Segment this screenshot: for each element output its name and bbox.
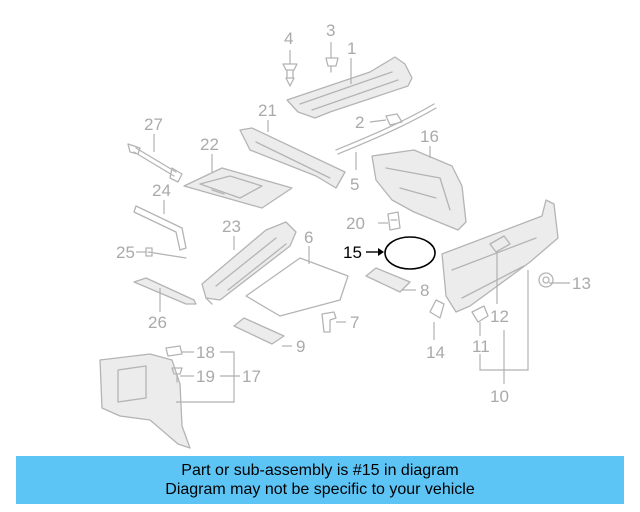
callout-3: 3: [326, 21, 335, 40]
callout-17: 17: [242, 367, 261, 386]
part-1-parcel-shelf: [286, 56, 413, 119]
callout-8: 8: [420, 281, 429, 300]
callout-1: 1: [347, 39, 356, 58]
callout-12: 12: [490, 307, 509, 326]
part-23-jack: [201, 221, 297, 305]
part-9-strip: [233, 317, 285, 345]
callout-14: 14: [426, 343, 445, 362]
callout-20: 20: [346, 214, 365, 233]
callout-27: 27: [144, 115, 163, 134]
part-16-side-panel: [371, 149, 467, 231]
part-7-bracket: [321, 311, 337, 333]
leader-lines: [136, 42, 570, 403]
callout-19: 19: [196, 367, 215, 386]
part-13-plug: [538, 272, 554, 288]
callout-labels: 1 2 3 4 5 6 7 8 9 10 11 12 13 14 15 16 1…: [116, 21, 591, 406]
part-17-side-trim: [99, 353, 191, 449]
banner-line-2: Diagram may not be specific to your vehi…: [165, 481, 475, 498]
callout-13: 13: [572, 274, 591, 293]
part-12-clip: [489, 235, 511, 253]
callout-15: 15: [343, 243, 362, 262]
part-18-clip: [165, 345, 183, 357]
parts-diagram: 1 2 3 4 5 6 7 8 9 10 11 12 13 14 15 16 1…: [99, 21, 591, 449]
part-11-clip: [471, 305, 489, 323]
callout-16: 16: [420, 127, 439, 146]
callout-2: 2: [355, 113, 364, 132]
part-6-floor-mat: [245, 257, 349, 317]
callout-26: 26: [148, 313, 167, 332]
part-4-fastener: [282, 63, 298, 87]
callout-22: 22: [200, 135, 219, 154]
part-25-bolt: [145, 247, 187, 259]
callout-21: 21: [258, 101, 277, 120]
leader-15: [366, 248, 384, 256]
part-19-fastener: [171, 367, 183, 383]
callout-11: 11: [472, 337, 490, 356]
banner-line-1: Part or sub-assembly is #15 in diagram: [181, 462, 459, 479]
callout-4: 4: [284, 29, 293, 48]
part-10-rear-trim: [441, 199, 559, 313]
callout-24: 24: [152, 181, 171, 200]
callout-6: 6: [304, 228, 313, 247]
callout-18: 18: [196, 343, 215, 362]
part-22-tray: [183, 167, 293, 209]
part-14-clip: [429, 299, 445, 319]
callout-9: 9: [296, 337, 305, 356]
part-8-pad: [365, 267, 411, 293]
part-2-bracket: [385, 113, 403, 126]
part-27-wrench: [127, 143, 183, 183]
callout-23: 23: [222, 217, 241, 236]
part-20-clip: [387, 211, 401, 231]
part-3-clip: [325, 57, 339, 73]
callout-25: 25: [116, 243, 135, 262]
callout-7: 7: [350, 313, 359, 332]
part-5-trim-strip: [335, 103, 437, 155]
part-26-lever: [133, 277, 197, 305]
callout-5: 5: [350, 175, 359, 194]
info-banner: Part or sub-assembly is #15 in diagram D…: [16, 456, 624, 504]
part-15-seal-ring: [384, 236, 436, 270]
part-24-jack-handle: [133, 205, 187, 251]
part-21-panel: [239, 127, 346, 189]
callout-10: 10: [490, 387, 509, 406]
